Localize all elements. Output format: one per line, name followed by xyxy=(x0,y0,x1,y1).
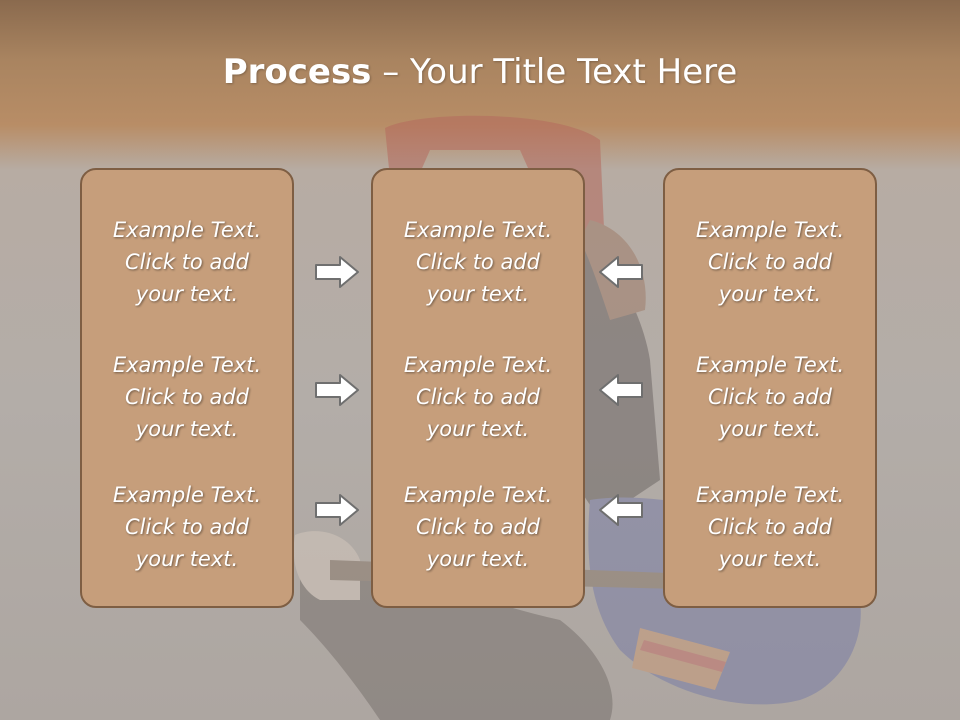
text-line: your text. xyxy=(718,282,822,306)
text-line: Example Text. xyxy=(695,483,845,507)
text-line: Click to add xyxy=(707,385,832,409)
text-line: Click to add xyxy=(124,385,249,409)
process-box-right[interactable]: Example Text. Click to add your text. Ex… xyxy=(663,168,877,608)
text-line: Example Text. xyxy=(403,353,553,377)
title-rest: – Your Title Text Here xyxy=(371,52,738,92)
text-line: your text. xyxy=(718,417,822,441)
text-block[interactable]: Example Text. Click to add your text. xyxy=(373,479,583,575)
text-line: your text. xyxy=(426,547,530,571)
text-line: your text. xyxy=(426,417,530,441)
text-line: Example Text. xyxy=(695,218,845,242)
text-block[interactable]: Example Text. Click to add your text. xyxy=(665,349,875,445)
slide-title[interactable]: Process – Your Title Text Here xyxy=(0,52,960,92)
text-block[interactable]: Example Text. Click to add your text. xyxy=(665,479,875,575)
arrow-right-icon xyxy=(315,494,359,526)
text-line: Example Text. xyxy=(403,218,553,242)
text-line: Click to add xyxy=(124,515,249,539)
text-line: Example Text. xyxy=(112,483,262,507)
process-box-left[interactable]: Example Text. Click to add your text. Ex… xyxy=(80,168,294,608)
text-block[interactable]: Example Text. Click to add your text. xyxy=(373,214,583,310)
text-line: your text. xyxy=(135,547,239,571)
text-line: Click to add xyxy=(707,250,832,274)
arrow-left-icon xyxy=(599,256,643,288)
text-block[interactable]: Example Text. Click to add your text. xyxy=(82,349,292,445)
text-line: Click to add xyxy=(415,385,540,409)
text-block[interactable]: Example Text. Click to add your text. xyxy=(82,479,292,575)
text-line: Click to add xyxy=(415,515,540,539)
text-block[interactable]: Example Text. Click to add your text. xyxy=(373,349,583,445)
text-line: Example Text. xyxy=(403,483,553,507)
arrow-left-icon xyxy=(599,374,643,406)
text-line: Click to add xyxy=(124,250,249,274)
text-line: your text. xyxy=(135,417,239,441)
text-line: Example Text. xyxy=(695,353,845,377)
arrow-left-icon xyxy=(599,494,643,526)
text-block[interactable]: Example Text. Click to add your text. xyxy=(82,214,292,310)
text-line: Click to add xyxy=(415,250,540,274)
text-line: your text. xyxy=(718,547,822,571)
arrow-right-icon xyxy=(315,256,359,288)
arrow-right-icon xyxy=(315,374,359,406)
text-line: your text. xyxy=(426,282,530,306)
process-box-center[interactable]: Example Text. Click to add your text. Ex… xyxy=(371,168,585,608)
text-line: Click to add xyxy=(707,515,832,539)
title-bold: Process xyxy=(222,52,372,92)
text-line: your text. xyxy=(135,282,239,306)
text-line: Example Text. xyxy=(112,218,262,242)
text-line: Example Text. xyxy=(112,353,262,377)
text-block[interactable]: Example Text. Click to add your text. xyxy=(665,214,875,310)
